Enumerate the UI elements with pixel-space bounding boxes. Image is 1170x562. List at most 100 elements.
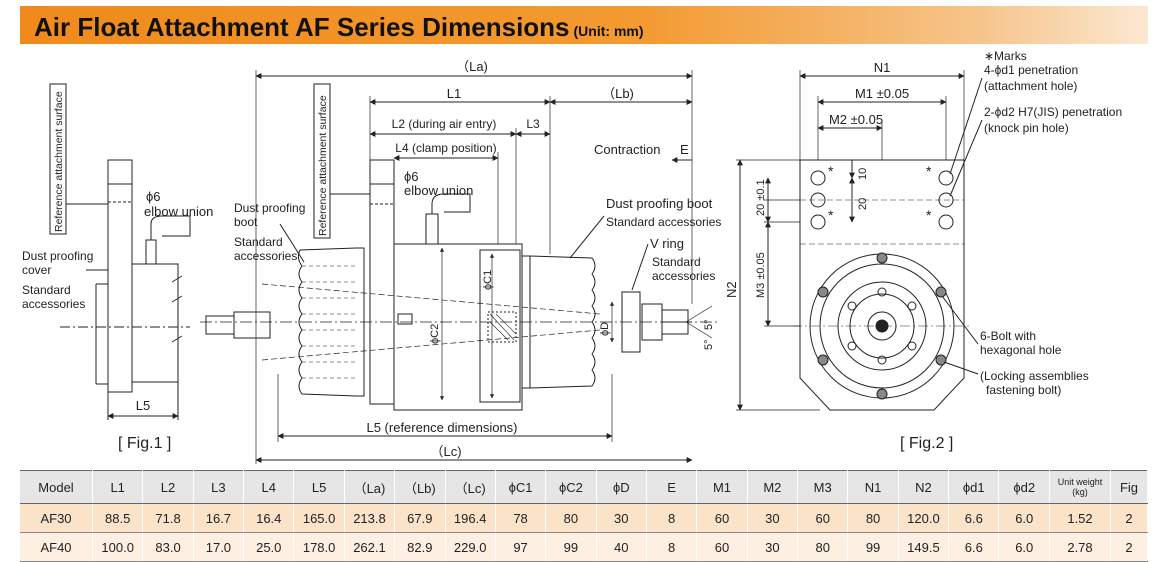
col-n1: N1 — [847, 470, 899, 504]
cell-c2: 80 — [545, 503, 597, 533]
col-d1: ϕd1 — [948, 470, 1000, 504]
right-std-acc2-2: accessories — [652, 269, 715, 283]
d20-label: 20 ±0.1 — [755, 179, 767, 216]
right-boot-leader — [569, 215, 605, 259]
table-row: AF30 88.5 71.8 16.7 16.4 165.0 213.8 67.… — [20, 503, 1148, 533]
pen1-leader — [949, 77, 983, 175]
dimension-drawing: L5 Reference attachment surface ϕ6 elbow… — [22, 49, 1122, 464]
l4-label: L4 (clamp position) — [395, 141, 496, 155]
cell-m3: 80 — [797, 532, 849, 562]
angle-label-bottom: 5° — [703, 339, 715, 350]
col-l4: L4 — [243, 470, 295, 504]
col-l1: L1 — [92, 470, 144, 504]
cell-n1: 80 — [847, 503, 899, 533]
cell-l3: 17.0 — [193, 532, 245, 562]
fig1-std-acc-2: accessories — [22, 297, 85, 311]
cell-c2: 99 — [545, 532, 597, 562]
cell-n2: 120.0 — [898, 503, 950, 533]
cell-n2: 149.5 — [898, 532, 950, 562]
cell-fig: 2 — [1110, 532, 1148, 562]
main-std-acc-2: accessories — [234, 249, 297, 263]
bolt-leader — [941, 295, 979, 345]
fig1-ref-surface-label: Reference attachment surface — [53, 91, 65, 232]
cell-l1: 100.0 — [92, 532, 144, 562]
v-ring-leader — [631, 243, 649, 291]
fig1-dust-cover-1: Dust proofing — [22, 249, 93, 263]
col-l2: L2 — [142, 470, 194, 504]
col-lc: （Lc) — [445, 470, 496, 504]
n1-label: N1 — [874, 60, 891, 75]
l1-label: L1 — [447, 86, 461, 101]
cell-c1: 78 — [495, 503, 547, 533]
col-d2: ϕd2 — [998, 470, 1050, 504]
cell-d1: 6.6 — [948, 532, 1000, 562]
marks-label: ∗Marks — [984, 49, 1027, 63]
lock1-label: (Locking assemblies — [980, 369, 1089, 383]
dimensions-table: Model L1 L2 L3 L4 L5 （La) （Lb) （Lc) ϕC1 … — [20, 470, 1148, 562]
fig2-front-view — [736, 70, 972, 411]
main-ref-surface-label: Reference attachment surface — [317, 95, 329, 236]
title-text: Air Float Attachment AF Series Dimension… — [34, 12, 570, 42]
c2-label: ϕC2 — [429, 324, 441, 344]
main-std-acc-1: Standard — [234, 235, 283, 249]
col-fig: Fig — [1110, 470, 1148, 504]
cell-m1: 60 — [696, 503, 748, 533]
cell-d2: 6.0 — [998, 503, 1050, 533]
col-m1: M1 — [696, 470, 748, 504]
cell-lc: 196.4 — [445, 503, 496, 533]
la-label: （La) — [456, 59, 488, 74]
col-weight: Unit weight (kg) — [1049, 470, 1111, 504]
col-model: Model — [20, 470, 93, 504]
cell-c1: 97 — [495, 532, 547, 562]
mark-1: * — [828, 163, 834, 179]
main-elbow-text: elbow union — [404, 183, 473, 198]
fig1-elbow-phi: ϕ6 — [146, 189, 161, 204]
d-label: ϕD — [599, 322, 611, 336]
cell-l1: 88.5 — [92, 503, 144, 533]
lock2-label: fastening bolt) — [986, 383, 1061, 397]
cell-l4: 25.0 — [243, 532, 295, 562]
col-c1: ϕC1 — [495, 470, 547, 504]
col-l3: L3 — [193, 470, 245, 504]
unit-label: (Unit: mm) — [573, 23, 644, 39]
fig1-side-view — [60, 159, 191, 420]
fig1-l5-label: L5 — [136, 398, 150, 413]
cell-d1: 6.6 — [948, 503, 1000, 533]
lb-label: （Lb) — [602, 86, 634, 101]
cell-d: 30 — [596, 503, 647, 533]
col-m3: M3 — [797, 470, 849, 504]
cell-e: 8 — [646, 532, 698, 562]
pen2-leader — [949, 119, 983, 197]
pen2-label: 2-ϕd2 H7(JIS) penetration — [984, 105, 1122, 119]
lc-label: （Lc) — [430, 444, 461, 459]
fig1-ref-surface-box — [49, 83, 67, 235]
e-label: E — [680, 142, 689, 157]
fig1-elbow-text: elbow union — [144, 204, 213, 219]
right-std-acc: Standard accessories — [606, 215, 721, 229]
l2-label: L2 (during air entry) — [392, 117, 497, 131]
n2-label: N2 — [724, 281, 739, 298]
d20b-label: 20 — [857, 198, 869, 210]
cell-m3: 60 — [797, 503, 849, 533]
cell-lb: 82.9 — [394, 532, 446, 562]
lock-leader — [943, 361, 979, 375]
cell-weight: 1.52 — [1049, 503, 1111, 533]
cell-l4: 16.4 — [243, 503, 295, 533]
cell-model: AF30 — [20, 503, 93, 533]
col-c2: ϕC2 — [545, 470, 597, 504]
title-bar: Air Float Attachment AF Series Dimension… — [20, 6, 1148, 44]
pen1-label: 4-ϕd1 penetration — [984, 63, 1078, 77]
cell-la: 213.8 — [344, 503, 396, 533]
fig2-caption: [ Fig.2 ] — [900, 435, 953, 452]
v-ring-label: V ring — [650, 236, 684, 251]
col-m2: M2 — [747, 470, 799, 504]
col-d: ϕD — [596, 470, 647, 504]
cell-e: 8 — [646, 503, 698, 533]
cell-lc: 229.0 — [445, 532, 496, 562]
main-dust-boot-2: boot — [234, 215, 258, 229]
cell-model: AF40 — [20, 532, 93, 562]
cell-n1: 99 — [847, 532, 899, 562]
l5-ref-label: L5 (reference dimensions) — [366, 420, 517, 435]
cell-l3: 16.7 — [193, 503, 245, 533]
cell-m2: 30 — [747, 532, 799, 562]
